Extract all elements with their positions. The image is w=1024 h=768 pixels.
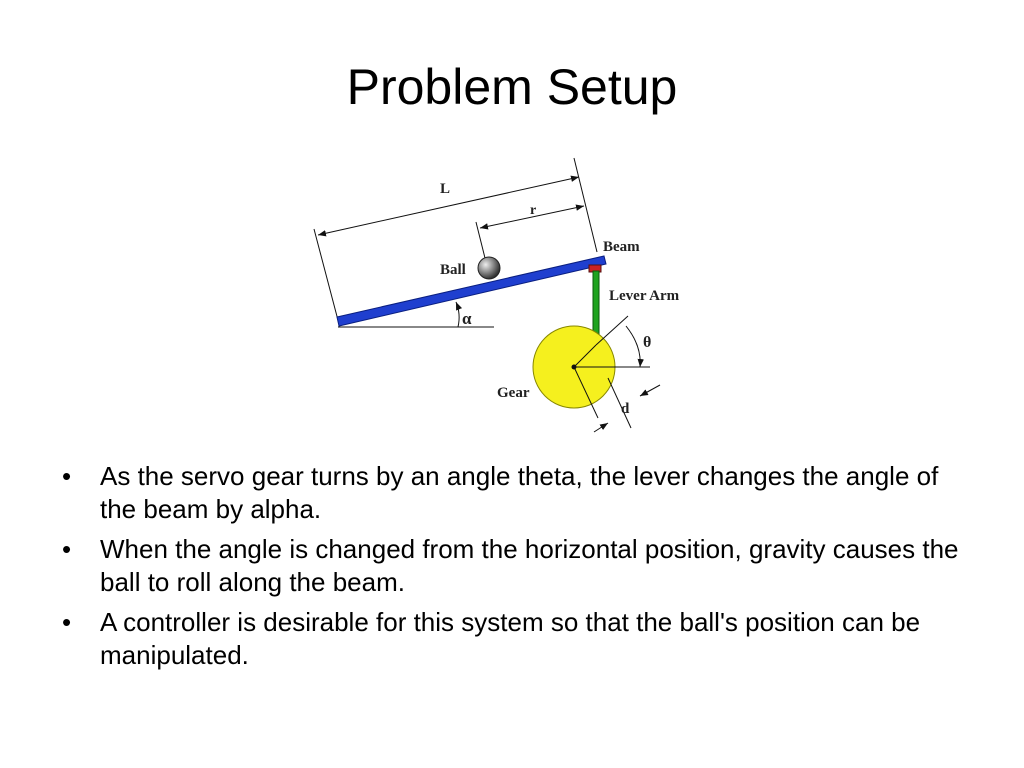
theta-arc [625,325,644,368]
bullet-item: • As the servo gear turns by an angle th… [56,460,976,526]
bullet-marker: • [62,534,72,564]
label-beam: Beam [603,239,640,255]
label-gear: Gear [497,385,530,401]
bullet-text: As the servo gear turns by an angle thet… [100,461,939,524]
extension-line-left [313,228,340,325]
label-r: r [530,203,536,218]
bullet-text: When the angle is changed from the horiz… [100,534,959,597]
label-d: d [621,401,630,417]
bullet-list: • As the servo gear turns by an angle th… [56,460,976,679]
extension-line-right [573,157,598,253]
ball-and-beam-diagram: L r α Beam Ball Lever Arm Gear θ d [313,157,680,433]
dimension-arrow-L [317,175,580,237]
label-alpha: α [462,309,472,328]
beam [336,255,607,327]
d-arrow-inner [593,422,609,433]
theta-reference-line [595,315,629,346]
bullet-marker: • [62,607,72,637]
label-theta: θ [643,334,651,351]
page-title: Problem Setup [346,59,678,115]
label-L: L [440,181,450,197]
ball [477,256,501,280]
bullet-marker: • [62,461,72,491]
label-ball: Ball [440,262,466,278]
d-extension-line-inner [573,366,599,419]
d-extension-line-outer [607,377,632,429]
gear-radius-line [573,344,597,368]
dimension-arrow-r [479,204,585,230]
d-arrow-outer [639,384,661,397]
alpha-arc [455,301,463,328]
bullet-text: A controller is desirable for this syste… [100,607,921,670]
bullet-item: • When the angle is changed from the hor… [56,533,976,599]
label-lever-arm: Lever Arm [609,288,680,304]
bullet-item: • A controller is desirable for this sys… [56,606,976,672]
